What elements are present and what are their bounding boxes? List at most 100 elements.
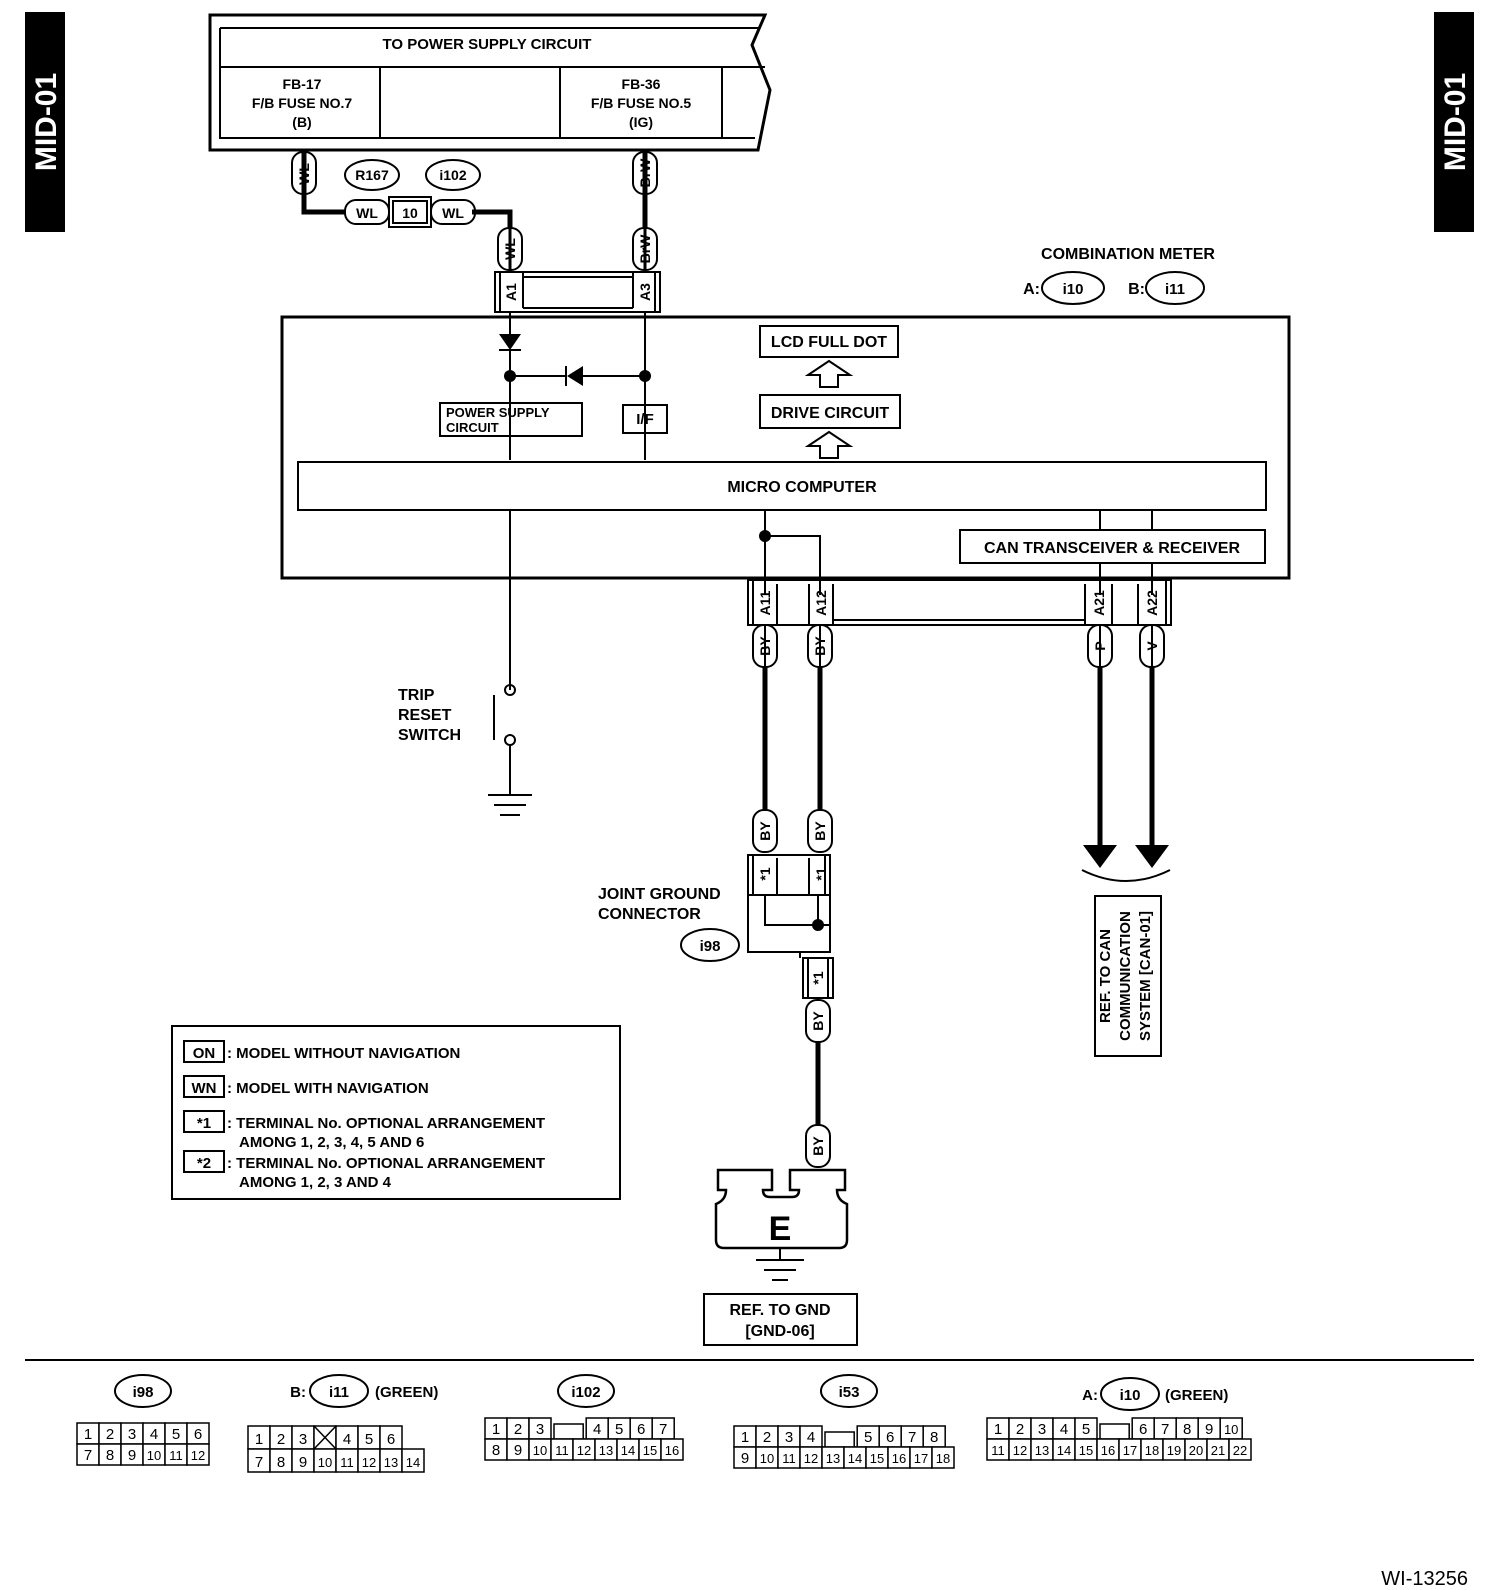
pin-label-i102: 2 (514, 1421, 522, 1438)
figure-id: WI-13256 (1381, 1568, 1468, 1590)
pin-label-i10: 20 (1189, 1443, 1203, 1458)
legend-key-wn: WN (192, 1080, 217, 1097)
fuse-right-line3: (IG) (629, 114, 653, 130)
pin-10-label: 10 (402, 205, 418, 221)
wire-label-brw-1: BrW (637, 158, 653, 188)
pin-label-i10: 18 (1145, 1443, 1159, 1458)
can-wires: P V REF. TO CAN COMMUNICATION SYSTEM [CA… (1081, 624, 1171, 1057)
pin-label-i102: 12 (577, 1443, 591, 1458)
joint-term-1: *1 (757, 867, 773, 880)
trip-reset-switch: TRIP RESET SWITCH (398, 578, 532, 816)
pin-label-i53: 7 (908, 1429, 916, 1446)
can-ref-l1: REF. TO CAN (1097, 929, 1114, 1023)
fuse-right-line1: FB-36 (622, 76, 661, 92)
legend-key-on: ON (193, 1045, 216, 1062)
legend-item-on: ON : MODEL WITHOUT NAVIGATION (183, 1040, 460, 1063)
pin-label-i102: 4 (593, 1421, 601, 1438)
legend-key-star1: *1 (197, 1115, 211, 1132)
can-ref-l3: SYSTEM [CAN-01] (1137, 911, 1154, 1041)
pin-label-i98: 5 (172, 1426, 180, 1443)
legend-item-wn: WN : MODEL WITH NAVIGATION (183, 1075, 429, 1098)
pin-label-i102: 9 (514, 1442, 522, 1459)
pin-label-i53: 13 (826, 1451, 840, 1466)
pin-label-i10: 5 (1082, 1421, 1090, 1438)
power-supply-circuit-l1: POWER SUPPLY (446, 405, 550, 420)
pin-label-i102: 10 (533, 1443, 547, 1458)
legend-text-star1-l1: : TERMINAL No. OPTIONAL ARRANGEMENT (227, 1115, 545, 1132)
pin-cell-cross-i11 (313, 1425, 337, 1450)
pin-label-i102: 1 (492, 1421, 500, 1438)
wire-wl: WL WL 10 WL WL R167 i102 (291, 150, 523, 271)
pin-cell-key-i53 (824, 1431, 855, 1447)
pin-label-i98: 11 (169, 1448, 183, 1463)
pin-label-i53: 6 (886, 1429, 894, 1446)
pinout-i11-prefix: B: (290, 1384, 306, 1401)
trip-switch-l3: SWITCH (398, 727, 461, 744)
power-supply-circuit-l2: CIRCUIT (446, 420, 499, 435)
pin-label-i11: 2 (277, 1431, 285, 1448)
meter-b-id: i11 (1165, 281, 1185, 298)
pin-label-i53: 2 (763, 1429, 771, 1446)
fuse-left-line3: (B) (292, 114, 311, 130)
combination-meter-box: POWER SUPPLY CIRCUIT I/F LCD FULL DOT DR… (280, 312, 1291, 595)
pin-label-i11: 8 (277, 1454, 285, 1471)
joint-ground-l2: CONNECTOR (598, 906, 701, 923)
pin-cell-key-i10 (1099, 1423, 1130, 1439)
fuse-left-line1: FB-17 (283, 76, 322, 92)
pin-label-i11: 11 (340, 1455, 354, 1470)
pin-label-i98: 12 (191, 1448, 205, 1463)
pin-label-i98: 2 (106, 1426, 114, 1443)
pin-label-i53: 16 (892, 1451, 906, 1466)
pin-label-i53: 8 (930, 1429, 938, 1446)
pin-label-i10: 12 (1013, 1443, 1027, 1458)
meter-connector-bottom: A11 A12 A21 A22 (747, 579, 1172, 626)
pinout-i98-id: i98 (133, 1384, 154, 1401)
pin-label-i102: 13 (599, 1443, 613, 1458)
trip-switch-l2: RESET (398, 707, 452, 724)
pin-label-i10: 11 (991, 1443, 1005, 1458)
pinout-i10-id: i10 (1120, 1387, 1141, 1404)
side-tag-right: MID-01 (1434, 12, 1474, 232)
pin-label-i11: 3 (299, 1431, 307, 1448)
fuse-right-line2: F/B FUSE NO.5 (591, 95, 692, 111)
wire-label-by-1: BY (757, 636, 773, 656)
legend-text-wn: : MODEL WITH NAVIGATION (227, 1080, 429, 1097)
pin-label-i53: 3 (785, 1429, 793, 1446)
pin-label-i11: 10 (318, 1455, 332, 1470)
meter-a-id: i10 (1063, 281, 1084, 298)
pinout-i11-id: i11 (329, 1384, 349, 1401)
pinout-i10-note: (GREEN) (1165, 1387, 1228, 1404)
micro-computer: MICRO COMPUTER (727, 479, 877, 496)
meter-b-prefix: B: (1128, 281, 1145, 298)
pin-label-i10: 6 (1139, 1421, 1147, 1438)
ground-ref-l2: [GND-06] (745, 1323, 814, 1340)
pin-label-i98: 10 (147, 1448, 161, 1463)
pin-label-i102: 16 (665, 1443, 679, 1458)
pin-label-i98: 4 (150, 1426, 158, 1443)
pin-label-i53: 12 (804, 1451, 818, 1466)
pin-label-i10: 7 (1161, 1421, 1169, 1438)
legend-item-star1: *1 : TERMINAL No. OPTIONAL ARRANGEMENT A… (183, 1110, 545, 1151)
legend-text-on: : MODEL WITHOUT NAVIGATION (227, 1045, 460, 1062)
joint-ground-connector: *1 *1 *1 JOINT GROUND CONNECTOR i98 (598, 854, 834, 999)
terminal-a3: A3 (637, 283, 653, 301)
pin-cell-i11 (401, 1448, 425, 1473)
joint-ground-id: i98 (700, 938, 721, 955)
terminal-a1: A1 (503, 283, 519, 301)
pin-label-i53: 10 (760, 1451, 774, 1466)
pin-label-i10: 9 (1205, 1421, 1213, 1438)
pin-label-i10: 10 (1224, 1422, 1238, 1437)
terminal-a11: A11 (757, 590, 773, 615)
pin-label-i53: 4 (807, 1429, 815, 1446)
pinout-i102-id: i102 (571, 1384, 600, 1401)
wire-label-wl-2: WL (356, 205, 378, 221)
pin-label-i10: 21 (1211, 1443, 1225, 1458)
pin-label-i10: 19 (1167, 1443, 1181, 1458)
pin-label-i53: 18 (936, 1451, 950, 1466)
legend-text-star2-l2: AMONG 1, 2, 3 AND 4 (239, 1174, 392, 1191)
pin-label-i10: 22 (1233, 1443, 1247, 1458)
terminal-a22: A22 (1144, 590, 1160, 616)
